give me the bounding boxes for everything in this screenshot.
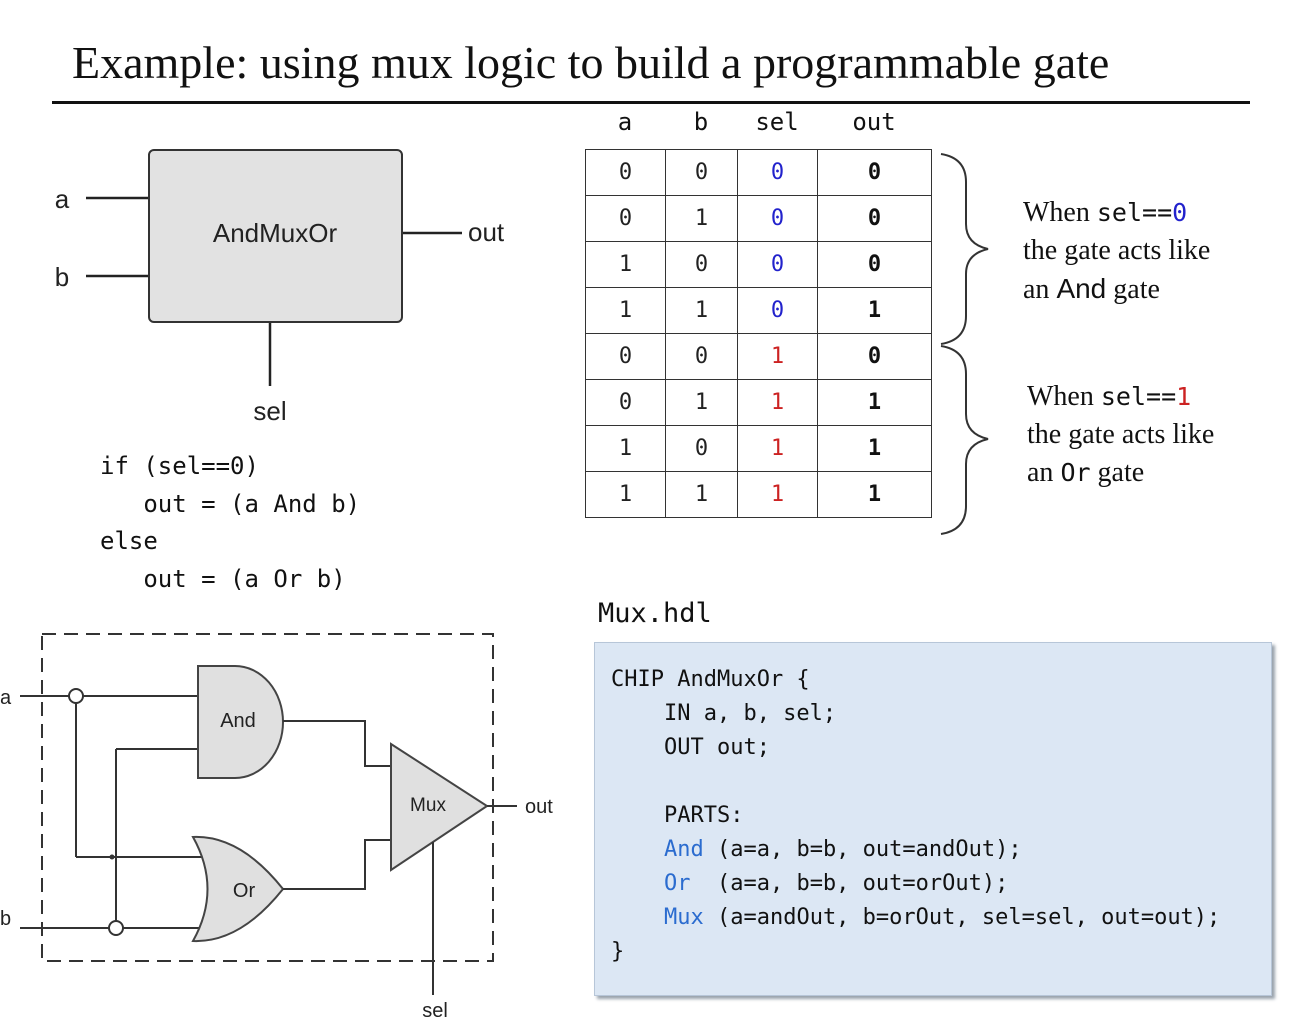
truth-table-cell-a: 0 — [585, 333, 666, 380]
truth-table-cell-sel: 0 — [737, 149, 818, 196]
wire-and-out — [283, 720, 391, 767]
pseudocode-line: else — [100, 527, 158, 555]
hdl-keyword: Or — [663, 871, 691, 896]
truth-table-cell-a: 1 — [585, 471, 666, 518]
truth-table-cell-sel: 1 — [737, 471, 818, 518]
header-out: out — [852, 108, 896, 136]
junction-b — [108, 920, 124, 936]
sel0-brace — [940, 153, 989, 345]
truth-table-cell-b: 1 — [665, 379, 738, 426]
circuit-select-label: sel — [422, 1000, 448, 1022]
hdl-filename: Mux.hdl — [598, 598, 712, 629]
truth-table-cell-a: 0 — [585, 149, 666, 196]
truth-table-cell-out: 1 — [817, 425, 932, 472]
output-label: out — [468, 217, 505, 247]
mux-label: Mux — [410, 795, 446, 816]
truth-table-cell-b: 0 — [665, 333, 738, 380]
and-gate-label: And — [220, 710, 256, 732]
or-gate-label: Or — [233, 880, 256, 902]
and-gate — [197, 665, 284, 779]
truth-table-cell-a: 1 — [585, 287, 666, 334]
or-gate-name: Or — [1060, 458, 1091, 487]
truth-table-cell-a: 1 — [585, 425, 666, 472]
sel0-value: 0 — [1172, 198, 1188, 227]
header-a: a — [617, 108, 633, 136]
truth-table-cell-sel: 1 — [737, 425, 818, 472]
chip-boundary — [41, 633, 494, 962]
hdl-line: } — [611, 939, 625, 964]
chip-box — [148, 149, 403, 323]
hdl-code-box: CHIP AndMuxOr { IN a, b, sel; OUT out; P… — [594, 642, 1272, 996]
input-b-label: b — [55, 262, 69, 292]
truth-table-cell-b: 0 — [665, 149, 738, 196]
and-gate-name: And — [1056, 273, 1107, 304]
sel1-brace — [940, 345, 989, 535]
pseudocode-line: out = (a And b) — [100, 490, 361, 518]
junction-a — [68, 688, 84, 704]
truth-table-cell-out: 0 — [817, 241, 932, 288]
circuit-input-b-label: b — [0, 908, 11, 930]
truth-table-cell-out: 1 — [817, 287, 932, 334]
truth-table-cell-b: 1 — [665, 195, 738, 242]
truth-table-cell-a: 1 — [585, 241, 666, 288]
wire-or-out — [283, 839, 391, 890]
truth-table-cell-out: 1 — [817, 471, 932, 518]
pseudocode-line: if (sel==0) — [100, 452, 259, 480]
truth-table-cell-sel: 1 — [737, 379, 818, 426]
hdl-keyword: And — [663, 837, 704, 862]
circuit-output-label: out — [525, 796, 553, 818]
truth-table-cell-out: 0 — [817, 149, 932, 196]
hdl-code: CHIP AndMuxOr { IN a, b, sel; OUT out; P… — [611, 663, 1220, 969]
hdl-line: (a=a, b=b, out=andOut); — [703, 837, 1022, 862]
truth-table-cell-sel: 0 — [737, 241, 818, 288]
hdl-line: IN a, b, sel; — [611, 701, 837, 726]
title-underline — [52, 101, 1250, 104]
select-label: sel — [253, 396, 286, 426]
truth-table-cell-sel: 1 — [737, 333, 818, 380]
or-gate — [191, 835, 285, 943]
pseudocode-line: out = (a Or b) — [100, 565, 346, 593]
hdl-line: (a=andOut, b=orOut, sel=sel, out=out); — [703, 905, 1221, 930]
header-b: b — [693, 108, 709, 136]
hdl-line: PARTS: — [611, 803, 744, 828]
hdl-line: (a=a, b=b, out=orOut); — [690, 871, 1009, 896]
circuit-input-a-label: a — [0, 687, 12, 709]
hdl-line: OUT out; — [611, 735, 770, 760]
sel1-note: When sel==1 the gate acts like an Or gat… — [1027, 381, 1215, 488]
hdl-keyword: Mux — [663, 905, 704, 930]
mux-gate — [390, 742, 489, 872]
truth-table-cell-b: 1 — [665, 471, 738, 518]
input-a-label: a — [55, 184, 70, 214]
truth-table-cell-sel: 0 — [737, 287, 818, 334]
truth-table-cell-b: 1 — [665, 287, 738, 334]
truth-table-cell-sel: 0 — [737, 195, 818, 242]
hdl-line: CHIP AndMuxOr { — [611, 667, 810, 692]
truth-table-cell-a: 0 — [585, 379, 666, 426]
sel0-note: When sel==0 the gate acts like an And ga… — [1023, 197, 1211, 305]
wire-crossing — [109, 854, 115, 860]
chip-name-label: AndMuxOr — [213, 218, 338, 248]
truth-table-cell-out: 1 — [817, 379, 932, 426]
header-sel: sel — [755, 108, 799, 136]
page-title: Example: using mux logic to build a prog… — [72, 37, 1110, 88]
truth-table-cell-b: 0 — [665, 425, 738, 472]
sel1-value: 1 — [1176, 382, 1192, 411]
truth-table-cell-out: 0 — [817, 333, 932, 380]
truth-table-cell-a: 0 — [585, 195, 666, 242]
truth-table-cell-b: 0 — [665, 241, 738, 288]
truth-table-header: a b sel out — [585, 108, 931, 144]
truth-table-cell-out: 0 — [817, 195, 932, 242]
